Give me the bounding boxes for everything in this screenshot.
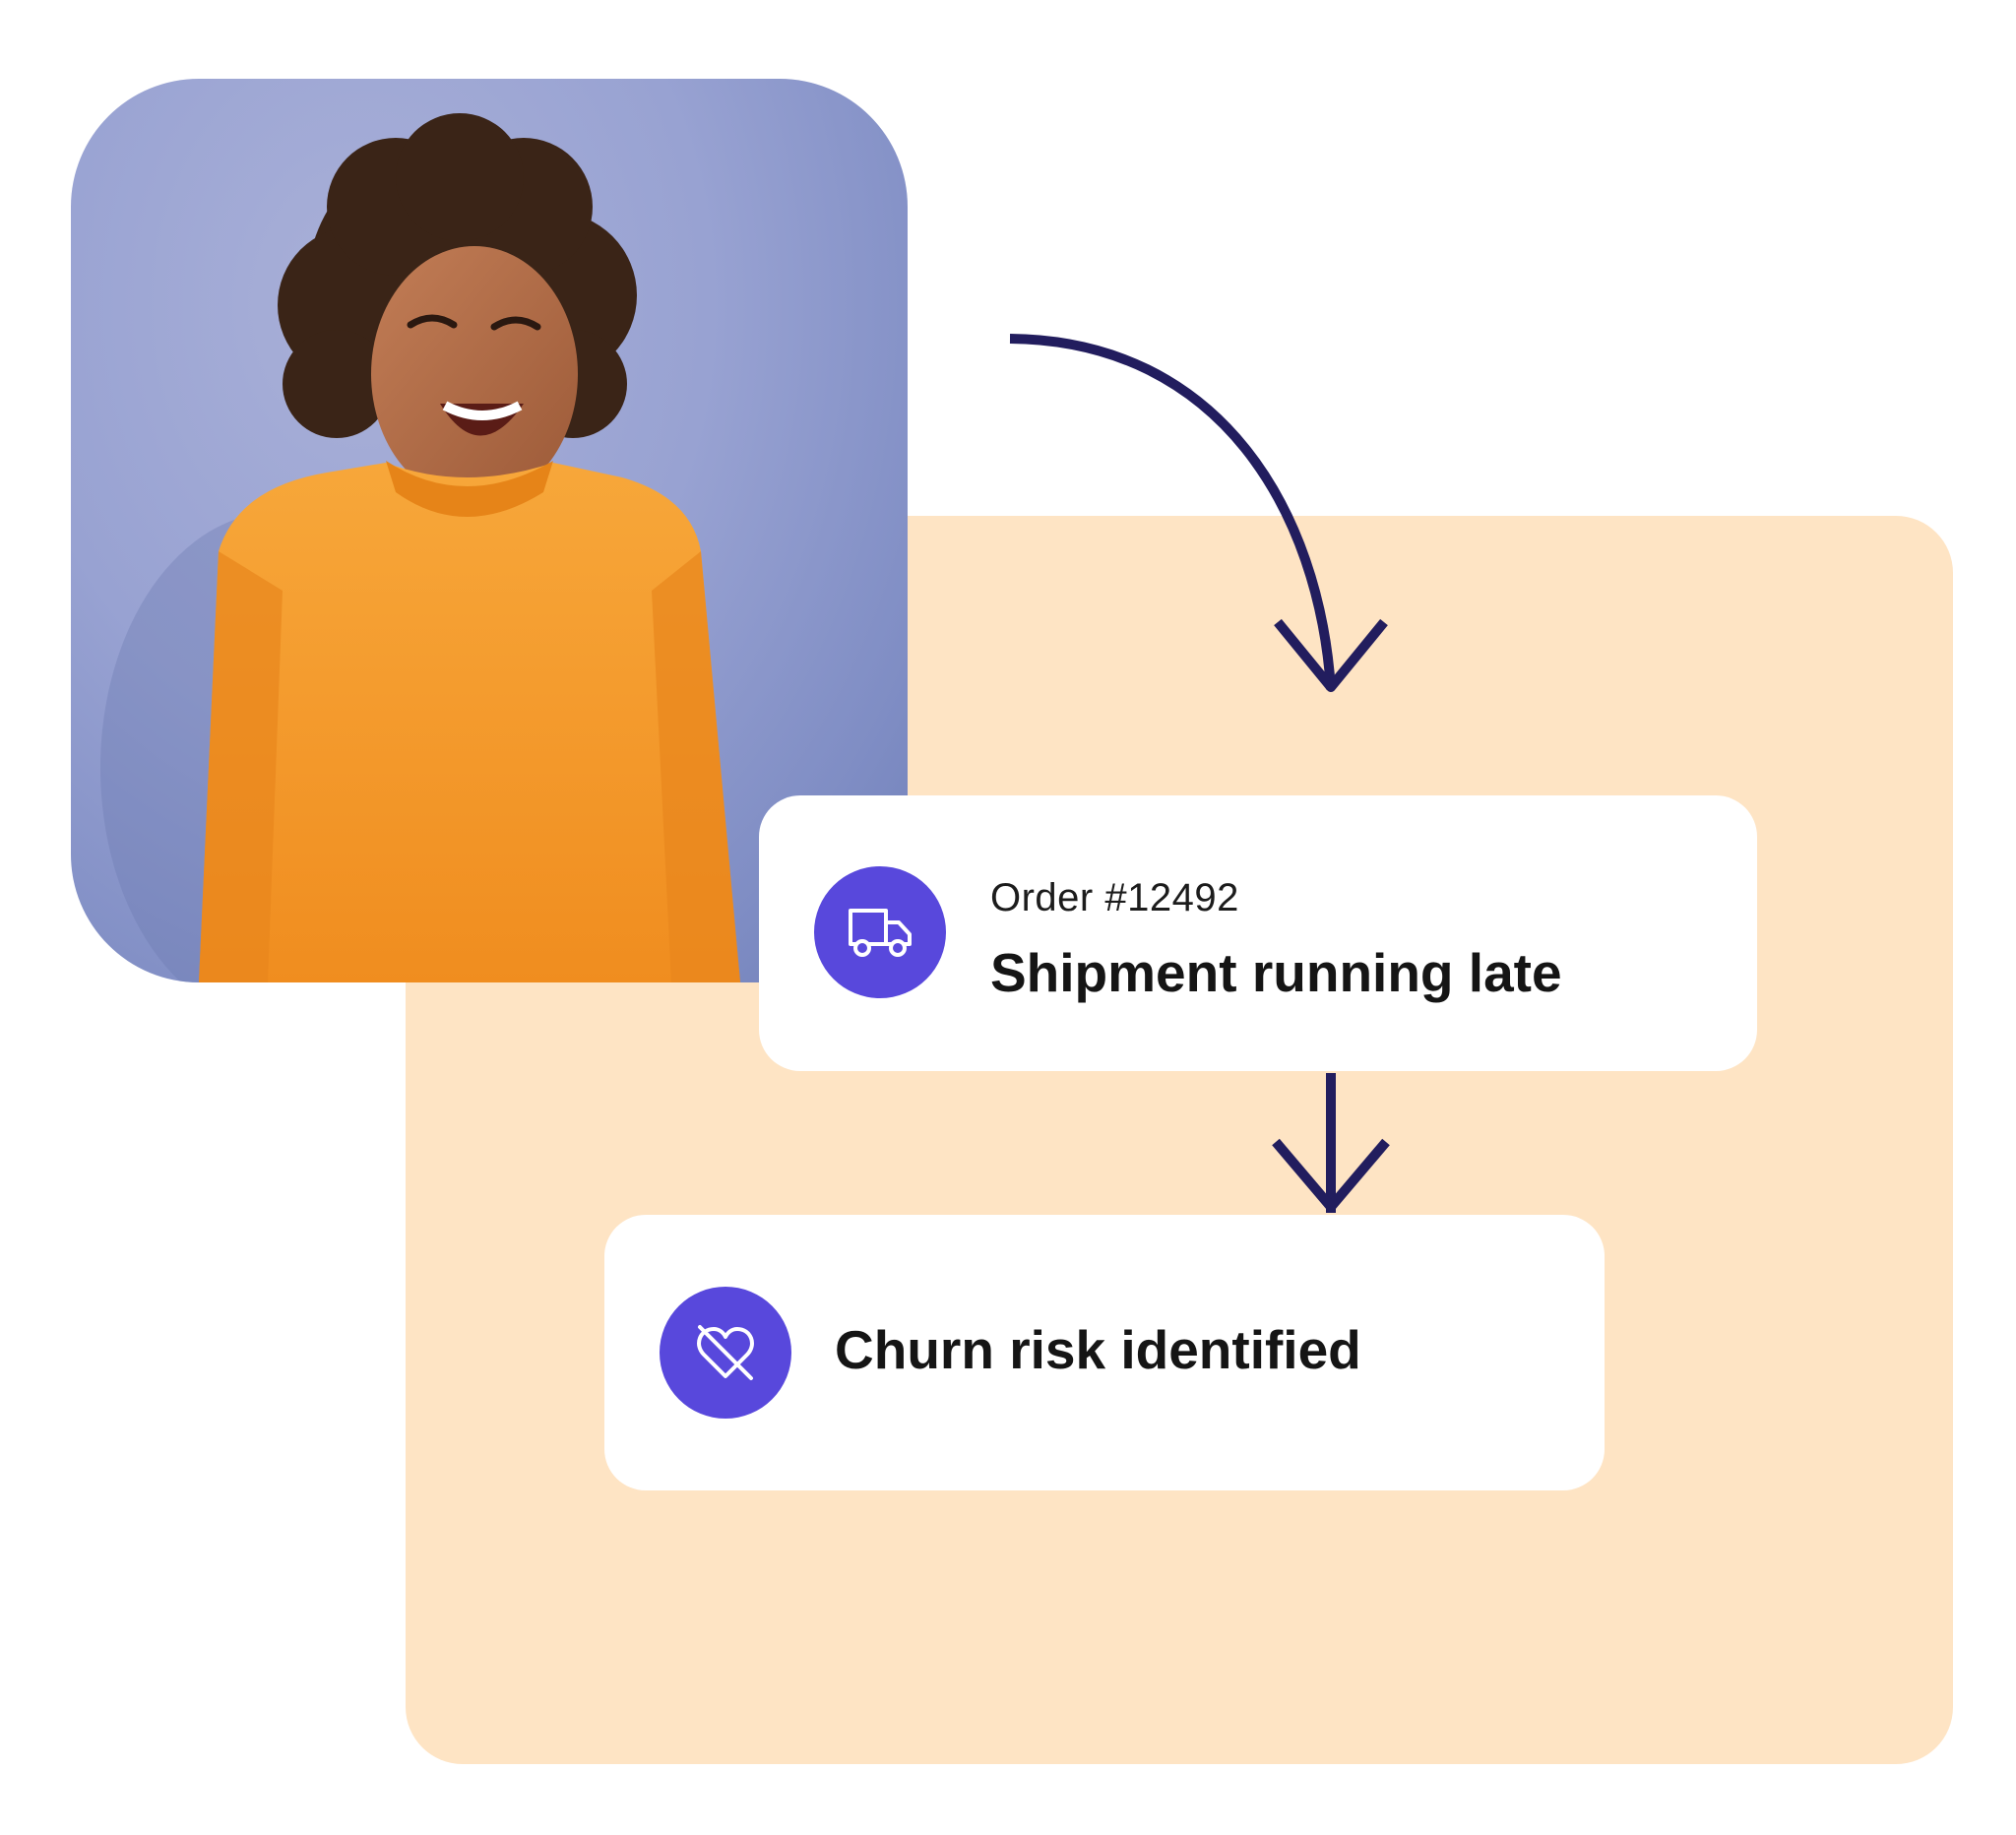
truck-icon [814, 866, 946, 998]
customer-photo [71, 79, 908, 982]
person-illustration [100, 113, 740, 982]
shipment-status-title: Shipment running late [990, 942, 1562, 1003]
heart-off-icon [660, 1287, 791, 1419]
order-number: Order #12492 [990, 876, 1239, 919]
shipment-card[interactable]: Order #12492 Shipment running late [759, 795, 1757, 1071]
churn-status-title: Churn risk identified [835, 1319, 1361, 1380]
churn-card[interactable]: Churn risk identified [604, 1215, 1605, 1490]
